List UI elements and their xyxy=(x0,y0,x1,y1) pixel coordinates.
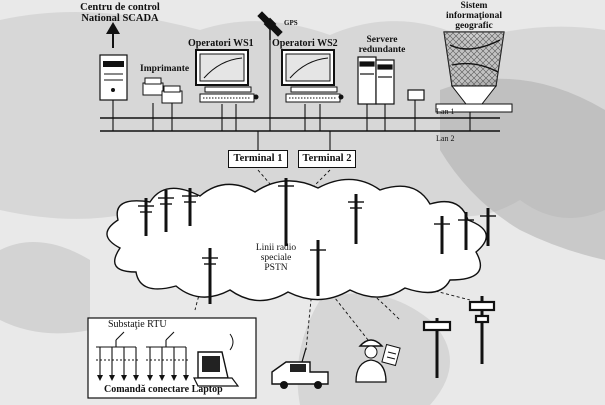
gps-satellite-icon xyxy=(257,11,283,40)
utility-poles xyxy=(138,178,496,378)
workstation-1-icon xyxy=(195,49,259,103)
servers-icon xyxy=(357,56,425,105)
workstation-2-icon xyxy=(281,49,344,103)
radio-pstn-cloud xyxy=(106,178,487,302)
servers-label-line2: redundante xyxy=(358,44,406,55)
gis-label: Sistem informaţional geografic xyxy=(436,1,512,32)
lan-drops xyxy=(112,40,471,150)
gis-label-line2: informaţional xyxy=(446,10,502,21)
laptop-icon xyxy=(193,333,240,387)
scada-label: Centru de control National SCADA xyxy=(70,2,170,24)
cloud-label-line3: PSTN xyxy=(264,262,288,273)
cloud-label-line2: speciale xyxy=(260,252,292,263)
ws1-label: Operatori WS1 xyxy=(188,38,254,49)
rtu-label: Substaţie RTU xyxy=(108,319,167,330)
printers-label: Imprimante xyxy=(140,64,190,74)
servers-label-line1: Servere xyxy=(366,35,398,45)
scada-computer xyxy=(99,22,128,101)
lan1-label: Lan 1 xyxy=(436,107,455,116)
cloud-label-line1: Linii radio xyxy=(255,243,297,253)
terminal-2-box: Terminal 2 xyxy=(298,150,356,168)
terminal-1-box: Terminal 1 xyxy=(228,150,288,168)
ws2-label: Operatori WS2 xyxy=(272,38,338,49)
lan2-label: Lan 2 xyxy=(436,134,455,143)
printers-icon xyxy=(142,77,183,104)
gis-label-line1: Sistem xyxy=(460,1,488,11)
gis-display-icon xyxy=(435,31,513,113)
scada-label-line1: Centru de control xyxy=(80,2,160,13)
scada-label-line2: National SCADA xyxy=(81,13,159,25)
gis-label-line3: geografic xyxy=(455,20,493,31)
cloud-label: Linii radio speciale PSTN xyxy=(244,243,308,274)
utility-truck-icon xyxy=(271,347,329,389)
laptop-command-label: Comandă conectare Laptop xyxy=(104,384,223,395)
field-worker-icon xyxy=(355,339,401,383)
gps-label: GPS xyxy=(284,19,298,27)
servers-label: Servere redundante xyxy=(352,35,412,56)
